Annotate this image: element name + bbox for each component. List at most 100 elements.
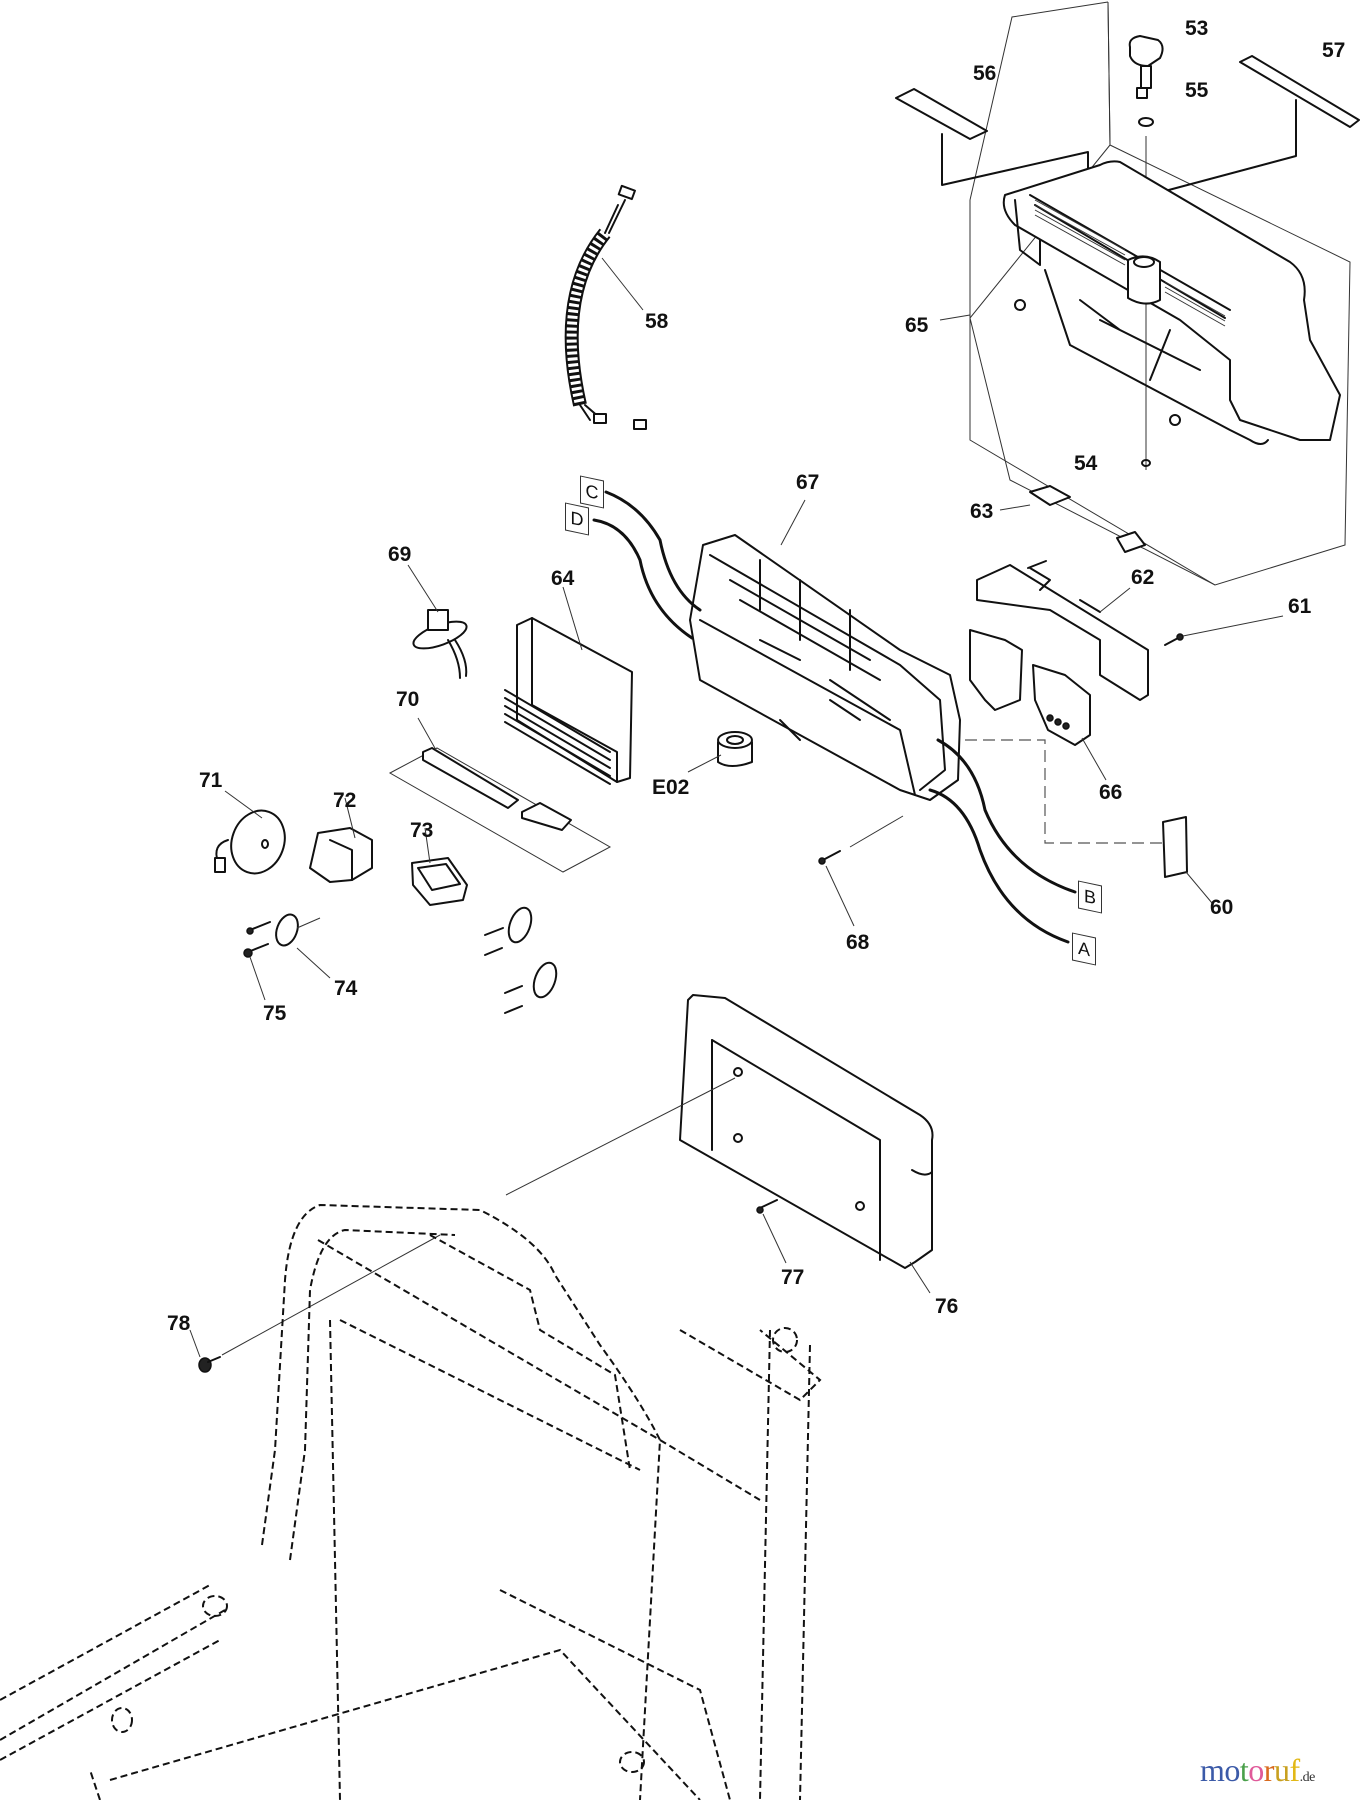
callout-74: 74 <box>334 977 358 1000</box>
leader-68 <box>825 865 855 927</box>
callout-72: 72 <box>333 789 357 812</box>
callout-68: 68 <box>846 931 870 954</box>
watermark-letter: m <box>1200 1752 1225 1788</box>
leader-58 <box>601 257 644 311</box>
screw-77 <box>756 1199 787 1264</box>
leader-71 <box>224 790 263 819</box>
leader-62 <box>1099 587 1131 613</box>
leader-75 <box>249 956 266 1001</box>
screw-75 <box>243 921 271 1001</box>
callout-63: 63 <box>970 500 994 523</box>
grommet-74 <box>275 913 331 979</box>
callout-61: 61 <box>1288 595 1312 618</box>
inverter-module-64 <box>504 586 633 785</box>
switch-panel-kit-70 <box>388 717 612 873</box>
leader-76 <box>909 1261 931 1294</box>
leader-69 <box>407 564 439 613</box>
bolt-78 <box>189 1234 441 1373</box>
callout-62: 62 <box>1131 566 1155 589</box>
callout-53: 53 <box>1185 17 1209 40</box>
decal-56 <box>895 88 988 140</box>
callout-57: 57 <box>1322 39 1346 62</box>
callout-56: 56 <box>973 62 997 85</box>
callout-78: 78 <box>167 1312 191 1335</box>
callout-77: 77 <box>781 1266 805 1289</box>
wire-a <box>928 788 1070 944</box>
leader-65 <box>939 314 971 321</box>
grommet-screws-set <box>484 906 558 1014</box>
watermark-logo: motoruf.de <box>1200 1752 1315 1789</box>
leader-76-to-frame <box>505 1077 736 1196</box>
screw-68 <box>818 815 904 927</box>
watermark-letter: t <box>1239 1752 1249 1788</box>
leader-67 <box>780 499 806 546</box>
leader-72 <box>344 797 356 839</box>
wire-d <box>592 518 694 640</box>
leader-70 <box>417 717 437 751</box>
leader-E02 <box>687 754 722 773</box>
wire-c <box>604 490 702 612</box>
watermark-letter: o <box>1248 1752 1264 1788</box>
cover-assembly-group <box>895 1 1360 586</box>
group-outline-65-left <box>969 1 1109 201</box>
callout-60: 60 <box>1210 896 1234 919</box>
callout-67: 67 <box>796 471 820 494</box>
sensor-69 <box>407 564 468 679</box>
switch-bracket-72 <box>309 797 373 883</box>
ferrite-core-E02 <box>687 731 753 773</box>
leader-73 <box>424 827 431 864</box>
leader-66 <box>1081 737 1107 781</box>
callout-64: 64 <box>551 567 575 590</box>
key-socket <box>1127 255 1161 305</box>
callout-54: 54 <box>1074 452 1098 475</box>
leader-60 <box>1185 871 1213 904</box>
wire-tag-d: D <box>565 502 589 536</box>
leader-61 <box>1182 615 1284 637</box>
callout-55: 55 <box>1185 79 1209 102</box>
callout-75: 75 <box>263 1002 287 1025</box>
screw-61 <box>1164 615 1284 646</box>
o-ring-55 <box>1138 117 1154 127</box>
o-ring-54 <box>1141 459 1151 467</box>
callout-66: 66 <box>1099 781 1123 804</box>
callout-70: 70 <box>396 688 420 711</box>
leader-78 <box>189 1329 201 1358</box>
watermark-suffix: .de <box>1299 1770 1316 1785</box>
watermark-letter: f <box>1289 1752 1300 1788</box>
decal-57 <box>1239 55 1360 128</box>
leader-56-bracket <box>941 133 1089 186</box>
rear-panel-76 <box>505 994 934 1294</box>
ignition-key-53 <box>1128 35 1164 99</box>
group-outline-65 <box>969 1 1351 586</box>
callout-58: 58 <box>645 310 669 333</box>
leader-64 <box>562 586 583 651</box>
watermark-letters: motoruf <box>1200 1752 1300 1788</box>
cover-65 <box>939 160 1341 445</box>
wire-b <box>936 738 1077 894</box>
bracket-62 <box>976 531 1149 701</box>
wire-harness-58 <box>564 184 647 430</box>
wire-tag-a: A <box>1072 932 1096 966</box>
leader-74 <box>296 947 331 979</box>
watermark-letter: u <box>1273 1752 1290 1788</box>
callout-65: 65 <box>905 314 929 337</box>
rocker-switch-73 <box>411 827 468 906</box>
leader-77 <box>762 1213 787 1264</box>
callout-76: 76 <box>935 1295 959 1318</box>
watermark-letter: r <box>1263 1752 1275 1788</box>
control-housing-67 <box>689 499 961 801</box>
label-60 <box>965 739 1213 904</box>
terminal-66 <box>969 629 1107 781</box>
frame-dashed <box>0 1203 822 1800</box>
buzzer-71 <box>214 790 286 875</box>
callout-71: 71 <box>199 769 223 792</box>
wire-tag-c: C <box>580 475 604 509</box>
leader-63 <box>999 504 1031 511</box>
watermark-letter: o <box>1224 1752 1240 1788</box>
pad-63 <box>999 485 1071 511</box>
wire-tag-b: B <box>1078 880 1102 914</box>
callout-73: 73 <box>410 819 434 842</box>
callout-E02: E02 <box>652 776 690 799</box>
callout-69: 69 <box>388 543 412 566</box>
